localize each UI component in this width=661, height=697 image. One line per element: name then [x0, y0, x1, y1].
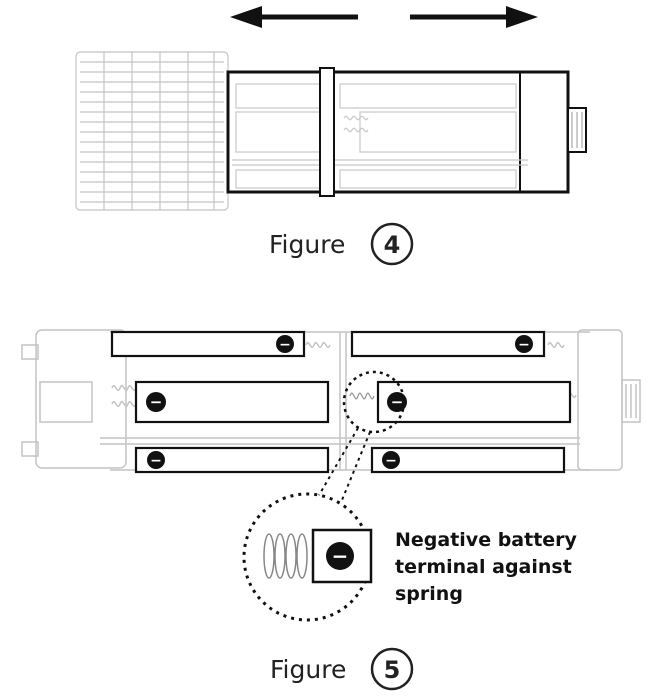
- battery-middle-left: [134, 380, 330, 424]
- spring-icon: [263, 533, 308, 579]
- minus-icon: −: [382, 451, 400, 469]
- negative-terminal-markers: − − − − − −: [146, 335, 533, 469]
- minus-symbol: −: [150, 393, 163, 411]
- battery-middle-right: [376, 380, 572, 424]
- callout-line-1: Negative battery: [395, 529, 578, 551]
- battery-top-left: [110, 330, 306, 358]
- callout-text: Negative battery terminal against spring: [395, 529, 578, 605]
- battery-terminal-closeup: [311, 528, 373, 584]
- minus-symbol: −: [391, 393, 404, 411]
- figure-5-number: 5: [384, 656, 401, 684]
- minus-icon: −: [387, 392, 407, 412]
- minus-symbol: −: [332, 544, 349, 568]
- callout-line-2: terminal against: [395, 556, 572, 578]
- flashlight-head-cap: [75, 51, 229, 211]
- figure-4: Figure 4: [75, 6, 587, 266]
- zoom-detail: −: [242, 492, 373, 622]
- figure-5: − − − − − −: [21, 329, 641, 691]
- arrow-right-icon: [506, 6, 538, 28]
- figure-5-number-circle: [370, 647, 414, 691]
- figure-4-number-circle: [370, 222, 414, 266]
- minus-symbol: −: [385, 453, 397, 469]
- minus-icon: −: [276, 335, 294, 353]
- battery-carrier-body: [226, 67, 587, 197]
- minus-icon: −: [515, 335, 533, 353]
- minus-icon: −: [147, 451, 165, 469]
- highlight-circle: [342, 370, 406, 434]
- battery-bottom-right: [370, 446, 566, 474]
- minus-symbol: −: [518, 337, 530, 353]
- battery-top-right: [350, 330, 546, 358]
- batteries: [110, 330, 572, 474]
- pull-apart-arrows: [230, 6, 538, 28]
- minus-symbol: −: [279, 337, 291, 353]
- callout-line-3: spring: [395, 583, 463, 605]
- figure-5-caption: Figure 5: [270, 647, 414, 691]
- zoom-connector: [341, 431, 371, 501]
- minus-symbol: −: [150, 453, 162, 469]
- minus-icon: −: [146, 392, 166, 412]
- battery-bottom-left: [134, 446, 330, 474]
- center-latch-band: [319, 67, 335, 197]
- arrow-left-icon: [230, 6, 262, 28]
- figure-4-caption: Figure 4: [269, 222, 414, 266]
- minus-icon: −: [326, 542, 354, 570]
- figure-5-label: Figure: [270, 655, 346, 684]
- figure-4-label: Figure: [269, 230, 345, 259]
- figure-4-number: 4: [384, 231, 401, 259]
